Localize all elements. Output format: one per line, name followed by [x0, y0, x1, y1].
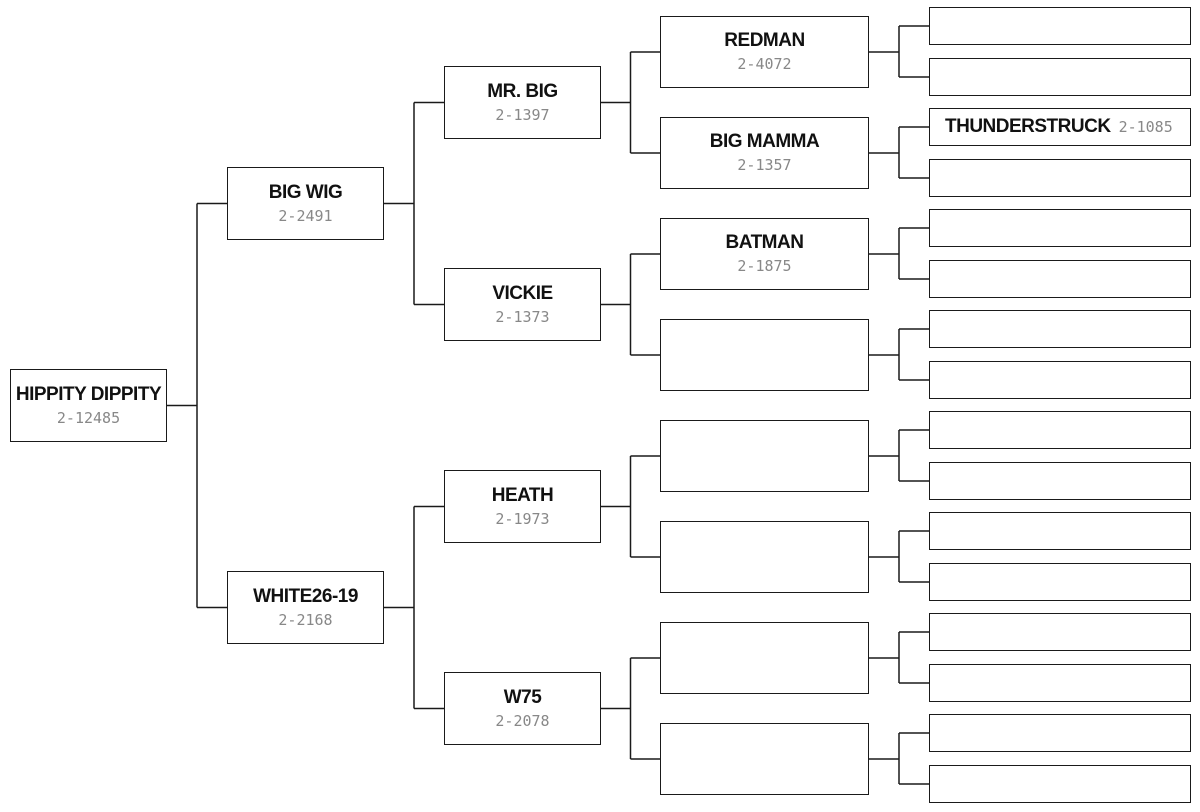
pedigree-box-gen2-4[interactable]: W75 2-2078 — [444, 672, 601, 745]
animal-name: WHITE26-19 — [253, 585, 358, 607]
registration-number: 2-2168 — [278, 610, 333, 629]
registration-number: 2-1085 — [1118, 118, 1173, 136]
pedigree-box-gen1-dam[interactable]: WHITE26-19 2-2168 — [227, 571, 384, 644]
pedigree-box-gen0[interactable]: HIPPITY DIPPITY 2-12485 — [10, 369, 167, 442]
connector-15 — [869, 732, 929, 785]
animal-name: HIPPITY DIPPITY — [15, 383, 162, 405]
pedigree-box-gen3-6[interactable] — [660, 521, 869, 593]
animal-name: VICKIE — [492, 282, 553, 304]
pedigree-box-gen4-8[interactable] — [929, 361, 1191, 399]
registration-number: 2-1875 — [737, 257, 792, 275]
pedigree-box-gen4-9[interactable] — [929, 411, 1191, 449]
pedigree-box-gen4-4[interactable] — [929, 159, 1191, 197]
pedigree-box-gen4-2[interactable] — [929, 58, 1191, 96]
pedigree-box-gen3-7[interactable] — [660, 622, 869, 694]
pedigree-box-gen4-5[interactable] — [929, 209, 1191, 247]
connector-2 — [384, 101, 444, 306]
registration-number: 2-2078 — [495, 711, 550, 730]
pedigree-box-gen2-3[interactable]: HEATH 2-1973 — [444, 470, 601, 543]
connector-6 — [601, 455, 660, 558]
pedigree-box-gen4-3[interactable]: THUNDERSTRUCK 2-1085 — [929, 108, 1191, 146]
connector-3 — [384, 505, 444, 710]
connector-11 — [869, 328, 929, 381]
animal-name: THUNDERSTRUCK — [945, 116, 1111, 137]
pedigree-box-gen1-sire[interactable]: BIG WIG 2-2491 — [227, 167, 384, 240]
pedigree-box-gen4-7[interactable] — [929, 310, 1191, 348]
connector-10 — [869, 227, 929, 280]
pedigree-box-gen2-2[interactable]: VICKIE 2-1373 — [444, 268, 601, 341]
registration-number: 2-12485 — [56, 408, 121, 427]
pedigree-box-gen3-1[interactable]: REDMAN 2-4072 — [660, 16, 869, 88]
pedigree-box-gen4-11[interactable] — [929, 512, 1191, 550]
connector-5 — [601, 253, 660, 356]
pedigree-box-gen4-13[interactable] — [929, 613, 1191, 651]
connector-1 — [167, 202, 227, 609]
pedigree-box-gen3-5[interactable] — [660, 420, 869, 492]
connector-13 — [869, 530, 929, 583]
connector-8 — [869, 25, 929, 78]
registration-number: 2-1373 — [495, 307, 550, 326]
pedigree-box-gen3-8[interactable] — [660, 723, 869, 795]
pedigree-box-gen3-4[interactable] — [660, 319, 869, 391]
pedigree-box-gen4-10[interactable] — [929, 462, 1191, 500]
registration-number: 2-1973 — [495, 509, 550, 528]
connector-7 — [601, 657, 660, 760]
animal-name: BATMAN — [725, 232, 804, 253]
registration-number: 2-1357 — [737, 156, 792, 174]
animal-name: BIG MAMMA — [709, 131, 820, 152]
connector-12 — [869, 429, 929, 482]
connector-14 — [869, 631, 929, 684]
registration-number: 2-1397 — [495, 105, 550, 124]
pedigree-box-gen4-12[interactable] — [929, 563, 1191, 601]
registration-number: 2-2491 — [278, 206, 333, 225]
registration-number: 2-4072 — [737, 55, 792, 73]
pedigree-box-gen3-3[interactable]: BATMAN 2-1875 — [660, 218, 869, 290]
animal-name: W75 — [503, 686, 542, 708]
pedigree-box-gen2-1[interactable]: MR. BIG 2-1397 — [444, 66, 601, 139]
connector-4 — [601, 51, 660, 154]
animal-name: MR. BIG — [487, 80, 558, 102]
animal-name: HEATH — [491, 484, 554, 506]
pedigree-box-gen4-15[interactable] — [929, 714, 1191, 752]
pedigree-box-gen4-1[interactable] — [929, 7, 1191, 45]
animal-name: REDMAN — [724, 30, 805, 51]
pedigree-box-gen4-14[interactable] — [929, 664, 1191, 702]
pedigree-box-gen3-2[interactable]: BIG MAMMA 2-1357 — [660, 117, 869, 189]
pedigree-box-gen4-16[interactable] — [929, 765, 1191, 803]
animal-name: BIG WIG — [268, 181, 343, 203]
connector-9 — [869, 126, 929, 179]
pedigree-box-gen4-6[interactable] — [929, 260, 1191, 298]
